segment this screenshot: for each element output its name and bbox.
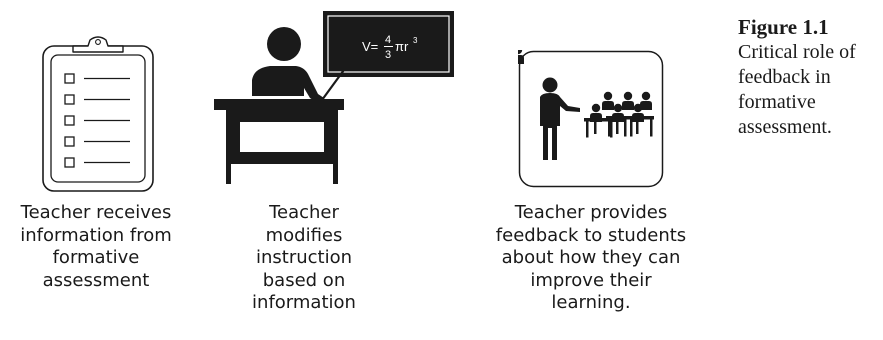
formula-numerator: 4 [385,34,391,46]
figure-caption: Critical role of feedback in formative a… [738,41,856,138]
figure-number: Figure 1.1 [738,15,829,39]
desk-top [214,99,344,110]
formula-lhs: V= [362,39,378,54]
formula-exponent: 3 [413,36,418,45]
teacher-at-blackboard-icon: V= 4 3 πr 3 [214,11,454,184]
step-1-caption: Teacher receives information from format… [20,202,172,291]
clipboard-checklist-icon [42,36,154,192]
step-3-caption: Teacher provides feedback to students ab… [495,202,687,313]
pointer [321,47,361,101]
teacher-body [252,66,324,104]
formula-denominator: 3 [385,49,391,61]
teacher-head [267,27,301,61]
formula-rest: πr [395,39,409,54]
figure-label: Figure 1.1 Critical role of feedback in … [738,14,883,140]
step-2-caption: Teacher modifies instruction based on in… [252,202,356,313]
teacher-with-students-icon [518,50,664,188]
blackboard [323,11,454,77]
